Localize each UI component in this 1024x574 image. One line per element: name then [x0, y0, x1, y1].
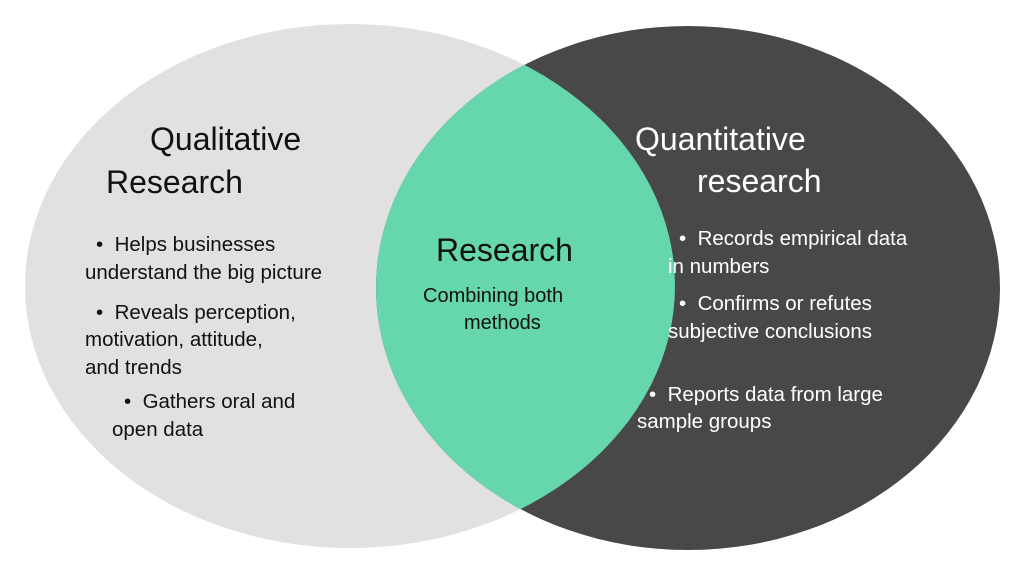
- bullet-dot-icon: •: [679, 292, 698, 315]
- quantitative-bullet-3-line2: sample groups: [637, 410, 772, 433]
- qualitative-bullet-3-line1: • Gathers oral and: [124, 390, 296, 413]
- bullet-dot-icon: •: [96, 301, 115, 324]
- overlap-subtitle-line1: Combining both: [423, 285, 564, 307]
- overlap-region: [376, 26, 675, 548]
- quantitative-bullet-1-line1: • Records empirical data: [679, 227, 908, 250]
- qualitative-bullet-1-line1: • Helps businesses: [96, 233, 276, 256]
- overlap-title: Research: [436, 232, 573, 268]
- qualitative-bullet-2-line2: motivation, attitude,: [85, 328, 263, 351]
- qualitative-bullet-2-line1: • Reveals perception,: [96, 301, 296, 324]
- bullet-dot-icon: •: [649, 383, 668, 406]
- quantitative-bullet-2-line1: • Confirms or refutes: [679, 292, 872, 315]
- qualitative-title-line1: Qualitative: [150, 121, 302, 157]
- qualitative-bullet-1-line2: understand the big picture: [85, 261, 323, 284]
- quantitative-title-line1: Quantitative: [635, 121, 806, 157]
- quantitative-bullet-3-line1: • Reports data from large: [649, 383, 883, 406]
- quantitative-bullet-2-line2: subjective conclusions: [668, 320, 872, 343]
- qualitative-bullet-2-line3: and trends: [85, 356, 182, 379]
- bullet-dot-icon: •: [124, 390, 143, 413]
- qualitative-title-line2: Research: [106, 164, 243, 200]
- quantitative-title-line2: research: [697, 163, 822, 199]
- bullet-dot-icon: •: [679, 227, 698, 250]
- bullet-dot-icon: •: [96, 233, 115, 256]
- quantitative-bullet-1-line2: in numbers: [668, 255, 770, 278]
- qualitative-bullet-3-line2: open data: [112, 418, 204, 441]
- overlap-subtitle-line2: methods: [464, 312, 541, 334]
